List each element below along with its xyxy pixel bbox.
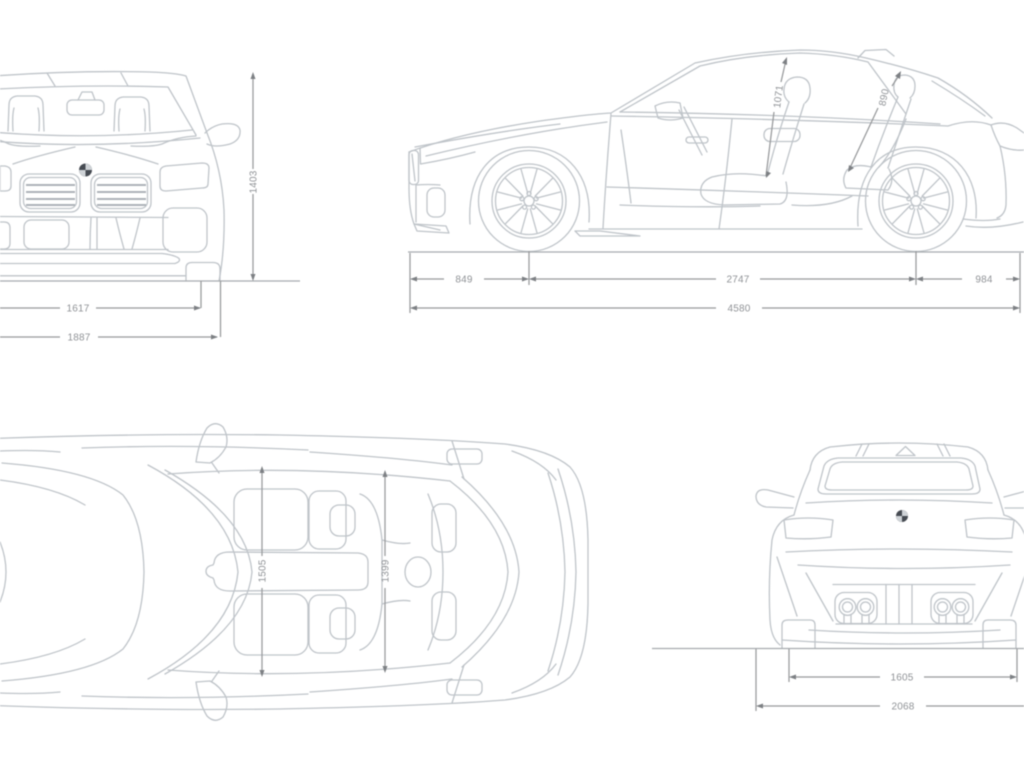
svg-text:4580: 4580 — [727, 304, 750, 315]
svg-text:1399: 1399 — [381, 559, 392, 582]
svg-text:890: 890 — [877, 88, 891, 107]
svg-text:1505: 1505 — [258, 559, 269, 582]
svg-text:984: 984 — [975, 275, 993, 286]
svg-text:2747: 2747 — [726, 275, 749, 286]
svg-text:2068: 2068 — [891, 702, 914, 713]
svg-text:1887: 1887 — [67, 333, 90, 344]
svg-text:1071: 1071 — [772, 84, 786, 108]
svg-text:849: 849 — [455, 275, 473, 286]
svg-text:1605: 1605 — [890, 673, 913, 684]
svg-text:1403: 1403 — [249, 170, 260, 193]
svg-text:1617: 1617 — [66, 304, 89, 315]
